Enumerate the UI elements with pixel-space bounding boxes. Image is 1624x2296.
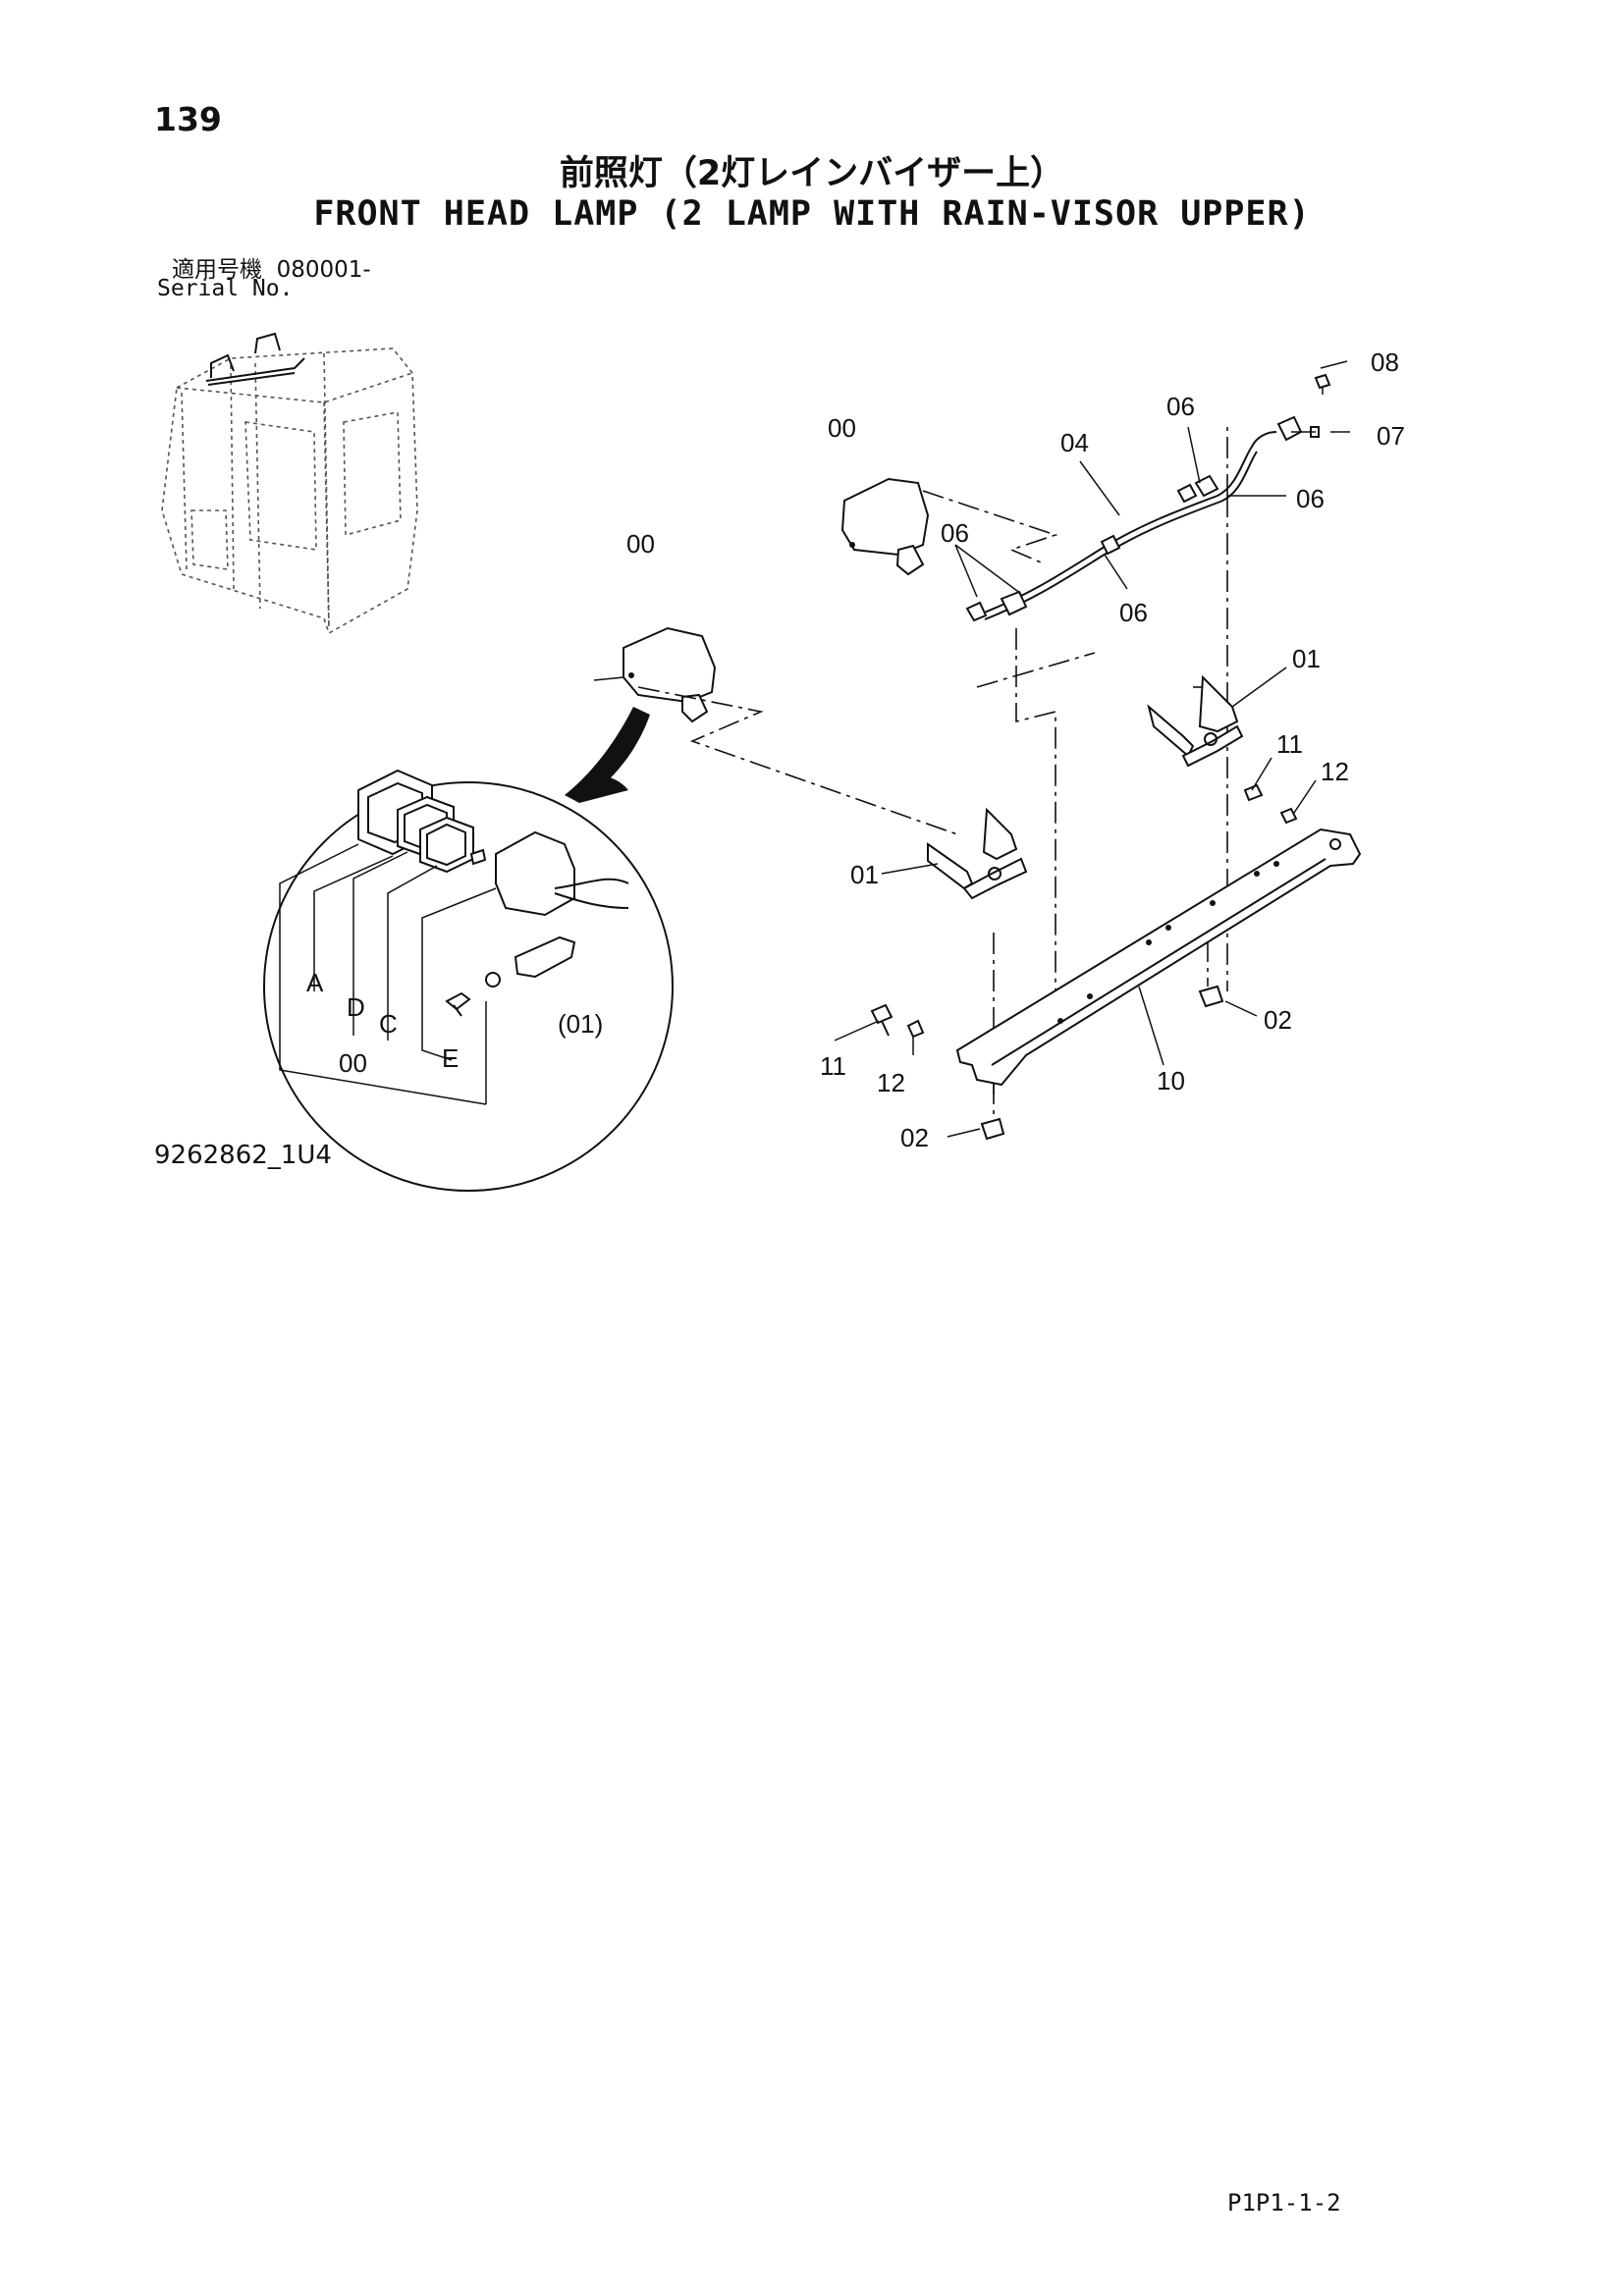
detail-view (263, 707, 674, 1192)
detail-label-00: 00 (339, 1048, 367, 1078)
detail-label-01: (01) (558, 1009, 603, 1039)
callout-07: 07 (1377, 421, 1405, 451)
centre-lines (637, 422, 1228, 1119)
callout-02-bottom: 02 (900, 1123, 929, 1152)
callout-08: 08 (1371, 347, 1399, 377)
bracket-right (1147, 674, 1244, 768)
callout-11-left: 11 (820, 1051, 846, 1081)
callout-01-left: 01 (850, 860, 879, 889)
lamp-right (840, 477, 930, 576)
detail-label-d: D (347, 992, 365, 1022)
page-code: P1P1-1-2 (1227, 2189, 1341, 2216)
detail-label-e: E (442, 1043, 459, 1073)
serial-label-english: Serial No. (157, 276, 294, 301)
callout-01-right: 01 (1292, 644, 1321, 673)
callout-06-left: 06 (941, 518, 969, 548)
figure-code: 9262862_1U4 (154, 1141, 332, 1170)
detail-label-c: C (379, 1009, 398, 1039)
callout-04: 04 (1060, 428, 1089, 457)
harness (965, 373, 1331, 622)
mounting-bar (955, 828, 1362, 1087)
callout-00-right: 00 (828, 413, 856, 443)
cab-thumbnail (161, 332, 418, 635)
fasteners (870, 783, 1298, 1141)
callout-12-left: 12 (877, 1068, 905, 1097)
serial-value: 080001- (276, 257, 371, 283)
bracket-left (927, 807, 1028, 900)
detail-label-a: A (306, 968, 324, 997)
serial-row: 適用号機 080001- (172, 250, 371, 284)
callout-06-top: 06 (1166, 392, 1195, 421)
page-number: 139 (154, 100, 222, 138)
callout-10: 10 (1157, 1066, 1185, 1095)
callout-02-right: 02 (1264, 1005, 1292, 1035)
callout-00-left: 00 (626, 529, 655, 559)
callout-11-right: 11 (1276, 729, 1303, 759)
leader-lines (834, 360, 1350, 1138)
callout-12-right: 12 (1321, 757, 1349, 786)
lamp-left (593, 626, 717, 723)
callout-06-right: 06 (1296, 484, 1325, 513)
title-japanese: 前照灯（2灯レインバイザー上） (559, 154, 1065, 193)
serial-label-japanese: 適用号機 (172, 257, 262, 283)
title-english: FRONT HEAD LAMP (2 LAMP WITH RAIN-VISOR … (313, 194, 1311, 234)
callout-06-mid: 06 (1119, 598, 1148, 627)
